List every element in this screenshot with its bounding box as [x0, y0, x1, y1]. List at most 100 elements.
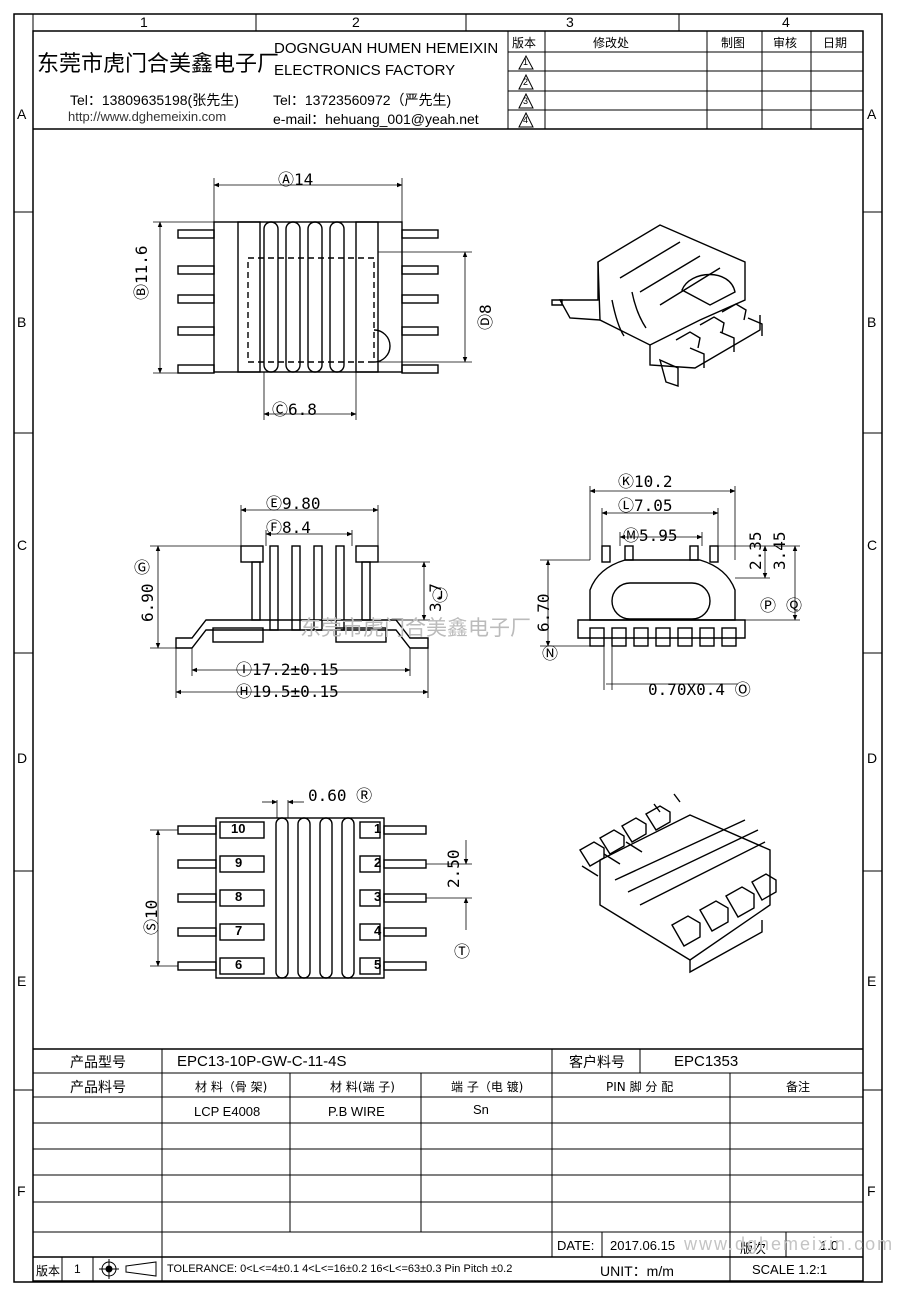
dim-h-label: Ⓗ19.5±0.15	[236, 682, 339, 701]
col-label-3: 3	[566, 14, 574, 30]
dim-i-label: Ⓘ17.2±0.15	[236, 660, 339, 679]
bobbin-material-value: LCP E4008	[194, 1104, 261, 1119]
dim-g-value: 6.90	[138, 583, 157, 622]
isometric-view-top	[551, 224, 763, 387]
row-label-d-left: D	[17, 750, 28, 766]
dim-t-value: 2.50	[444, 849, 463, 888]
pin-10-label: 10	[231, 821, 246, 836]
pin-3-label: 3	[374, 889, 382, 904]
rev-header-checked: 审核	[773, 36, 798, 50]
row-label-a-right: A	[867, 106, 877, 122]
dim-n-marker: Ⓝ	[542, 644, 559, 663]
dim-d-label: Ⓓ8	[476, 304, 495, 330]
dim-k-label: Ⓚ10.2	[618, 472, 673, 491]
unit-label: UNIT：m/m	[600, 1263, 674, 1279]
dim-l-label: Ⓛ7.05	[618, 496, 673, 515]
row-label-b-left: B	[17, 314, 27, 330]
dim-m-value: 5.95	[639, 526, 678, 545]
rev-header-date: 日期	[823, 36, 848, 50]
dim-r-label: 0.60 Ⓡ	[308, 786, 373, 805]
dim-p-value: 2.35	[746, 531, 765, 570]
pin-9-label: 9	[235, 855, 243, 870]
watermark-url: www.dghemeixin.com	[684, 1234, 895, 1254]
dim-p-marker: Ⓟ	[760, 596, 777, 615]
row-label-b-right: B	[867, 314, 877, 330]
dim-c-value: 6.8	[288, 400, 317, 419]
dim-f-label: Ⓕ8.4	[266, 518, 311, 537]
dim-m-label: Ⓜ5.95	[623, 526, 678, 545]
watermark-text: 东莞市虎门合美鑫电子厂	[300, 616, 531, 640]
row-label-f-right: F	[867, 1183, 876, 1199]
dim-b-label: Ⓑ11.6	[132, 245, 151, 300]
scale-label: SCALE 1.2:1	[752, 1262, 828, 1277]
pin-2-label: 2	[374, 855, 382, 870]
contact-tel-2: Tel：13723560972（严先生)	[273, 92, 452, 108]
dim-q-value: 3.45	[770, 531, 789, 570]
top-view	[153, 178, 472, 420]
dim-o-label: 0.70X0.4 Ⓞ	[648, 680, 751, 699]
version-value: 1.0	[820, 1238, 839, 1253]
dim-f-value: 8.4	[282, 518, 311, 537]
col-terminal-header: 材 料(端 子)	[330, 1080, 395, 1094]
row-label-d-right: D	[867, 750, 878, 766]
dim-a-value: 14	[294, 170, 314, 189]
dim-s-label: Ⓢ10	[142, 899, 161, 935]
product-model-label: 产品型号	[70, 1055, 126, 1071]
dim-h-value: 19.5±0.15	[252, 682, 339, 701]
rev-row-2: 2	[523, 77, 529, 87]
row-label-f-left: F	[17, 1183, 26, 1199]
contact-tel-1: Tel：13809635198(张先生)	[70, 92, 239, 108]
company-name-en-line1: DOGNGUAN HUMEN HEMEIXIN	[274, 40, 499, 57]
product-model-value: EPC13-10P-GW-C-11-4S	[177, 1053, 347, 1070]
row-label-e-right: E	[867, 973, 877, 989]
version-label: 版次	[740, 1242, 767, 1257]
rev-row-3: 3	[523, 96, 529, 106]
rev-header-drawn: 制图	[721, 36, 746, 50]
pin-6-label: 6	[235, 957, 243, 972]
col-label-2: 2	[352, 14, 360, 30]
dim-t-marker: Ⓣ	[454, 942, 471, 961]
col-plating-header: 端 子（电 镀)	[451, 1080, 524, 1094]
dim-b-value: 11.6	[132, 245, 151, 284]
rev-row-4: 4	[523, 115, 529, 125]
projection-symbol-icon	[99, 1259, 157, 1279]
pin-1-label: 1	[374, 821, 382, 836]
dim-d-value: 8	[476, 304, 495, 314]
company-name-cn: 东莞市虎门合美鑫电子厂	[37, 52, 280, 77]
front-view	[150, 505, 430, 698]
dim-s-value: 10	[142, 899, 161, 919]
date-label: DATE:	[557, 1238, 595, 1253]
pin-8-label: 8	[235, 889, 243, 904]
company-name-en-line2: ELECTRONICS FACTORY	[274, 62, 456, 79]
row-label-a-left: A	[17, 106, 27, 122]
dim-r-value: 0.60	[308, 786, 347, 805]
rev-value: 1	[74, 1262, 81, 1276]
dim-e-label: Ⓔ9.80	[266, 494, 321, 513]
company-email-link[interactable]: e-mail：hehuang_001@yeah.net	[273, 111, 479, 127]
rev-label: 版本	[36, 1264, 61, 1278]
customer-pn-label: 客户料号	[569, 1055, 625, 1071]
pin-5-label: 5	[374, 957, 382, 972]
dim-c-label: Ⓒ6.8	[272, 400, 317, 419]
dim-k-value: 10.2	[634, 472, 673, 491]
dim-e-value: 9.80	[282, 494, 321, 513]
company-website-link[interactable]: http://www.dghemeixin.com	[68, 109, 227, 124]
isometric-view-bottom	[579, 793, 777, 974]
row-label-c-left: C	[17, 537, 28, 553]
col-label-1: 1	[140, 14, 148, 30]
rev-row-1: 1	[523, 57, 529, 67]
dim-i-value: 17.2±0.15	[252, 660, 339, 679]
bottom-view	[150, 799, 472, 979]
plating-value: Sn	[473, 1102, 489, 1117]
pin-4-label: 4	[374, 923, 382, 938]
rev-header-change: 修改处	[593, 36, 630, 50]
row-label-c-right: C	[867, 537, 878, 553]
dim-q-marker: Ⓠ	[786, 596, 803, 615]
terminal-material-value: P.B WIRE	[328, 1104, 385, 1119]
dim-l-value: 7.05	[634, 496, 673, 515]
date-value: 2017.06.15	[610, 1238, 676, 1253]
row-label-e-left: E	[17, 973, 27, 989]
pin-7-label: 7	[235, 923, 243, 938]
customer-pn-value: EPC1353	[674, 1053, 739, 1070]
